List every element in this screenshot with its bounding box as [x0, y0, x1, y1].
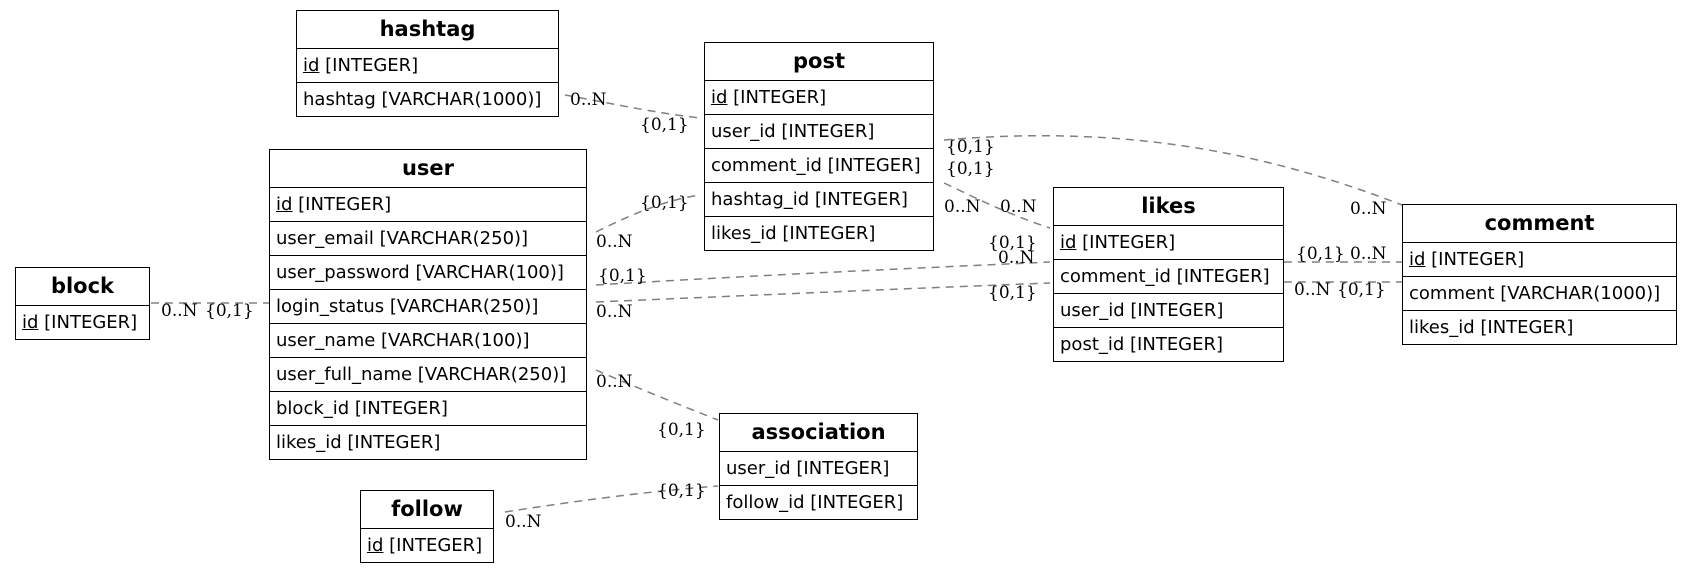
edge-post-comment — [943, 134, 1403, 206]
entity-comment[interactable]: comment id [INTEGER] comment [VARCHAR(10… — [1402, 204, 1677, 345]
edge-user-likes-2 — [595, 282, 1051, 303]
field-user-id: user_id [INTEGER] — [1054, 294, 1283, 328]
field-comment-id: comment_id [INTEGER] — [705, 149, 933, 183]
entity-likes[interactable]: likes id [INTEGER] comment_id [INTEGER] … — [1053, 187, 1284, 362]
cardinality-label: {0,1} — [640, 193, 689, 213]
primary-key: id — [1060, 232, 1077, 253]
primary-key: id — [711, 87, 728, 108]
cardinality-label: {0,1} — [946, 137, 995, 157]
edge-user-association — [595, 369, 719, 421]
cardinality-label: 0..N — [161, 301, 198, 321]
field-id: id [INTEGER] — [705, 81, 933, 115]
entity-user[interactable]: user id [INTEGER] user_email [VARCHAR(25… — [269, 149, 587, 460]
primary-key: id — [276, 194, 293, 215]
edge-post-likes — [943, 182, 1051, 229]
cardinality-label: {0,1} — [988, 233, 1037, 253]
field-id: id [INTEGER] — [361, 529, 493, 562]
cardinality-label: 0..N — [596, 372, 633, 392]
edge-hashtag-post — [564, 94, 701, 119]
field-likes-id: likes_id [INTEGER] — [711, 223, 876, 244]
field-hashtag: hashtag [VARCHAR(1000)] — [303, 89, 542, 110]
cardinality-label: {0,1} — [598, 266, 647, 286]
field-user-email: user_email [VARCHAR(250)] — [270, 222, 586, 256]
entity-association[interactable]: association user_id [INTEGER] follow_id … — [719, 413, 918, 520]
field-comment-id: comment_id [INTEGER] — [1054, 260, 1283, 294]
field-block-id: block_id [INTEGER] — [270, 392, 586, 426]
entity-post[interactable]: post id [INTEGER] user_id [INTEGER] comm… — [704, 42, 934, 251]
cardinality-label: {0,1} — [205, 301, 254, 321]
field-post-id: post_id [INTEGER] — [1060, 334, 1224, 355]
primary-key: id — [367, 535, 384, 556]
cardinality-label: {0,1} — [657, 420, 706, 440]
cardinality-label: 0..N — [1294, 280, 1331, 300]
field-type: [INTEGER] — [1076, 232, 1176, 253]
edge-follow-association — [504, 485, 719, 513]
field-user-full-name: user_full_name [VARCHAR(250)] — [270, 358, 586, 392]
primary-key: id — [303, 55, 320, 76]
field-type: [INTEGER] — [1425, 249, 1525, 270]
entity-title: user — [270, 150, 586, 188]
cardinality-label: {0,1} — [1296, 244, 1345, 264]
field-follow-id: follow_id [INTEGER] — [726, 492, 904, 513]
entity-block[interactable]: block id [INTEGER] — [15, 267, 150, 340]
edge-user-post — [595, 194, 701, 233]
field-user-password: user_password [VARCHAR(100)] — [270, 256, 586, 290]
entity-title: follow — [361, 491, 493, 529]
cardinality-label: 0..N — [1350, 244, 1387, 264]
field-likes-id: likes_id [INTEGER] — [276, 432, 441, 453]
cardinality-label: 0..N — [596, 232, 633, 252]
entity-title: likes — [1054, 188, 1283, 226]
field-user-name: user_name [VARCHAR(100)] — [270, 324, 586, 358]
entity-follow[interactable]: follow id [INTEGER] — [360, 490, 494, 563]
cardinality-label: 0..N — [596, 302, 633, 322]
field-user-id: user_id [INTEGER] — [720, 452, 917, 486]
field-hashtag-id: hashtag_id [INTEGER] — [705, 183, 933, 217]
field-comment: comment [VARCHAR(1000)] — [1403, 277, 1676, 311]
field-type: [INTEGER] — [38, 312, 138, 333]
entity-title: comment — [1403, 205, 1676, 243]
field-user-id: user_id [INTEGER] — [705, 115, 933, 149]
cardinality-label: 0..N — [998, 248, 1035, 268]
entity-title: association — [720, 414, 917, 452]
field-id: id [INTEGER] — [1403, 243, 1676, 277]
entity-title: post — [705, 43, 933, 81]
cardinality-label: 0..N — [570, 90, 607, 110]
cardinality-label: 0..N — [1000, 197, 1037, 217]
primary-key: id — [1409, 249, 1426, 270]
cardinality-label: {0,1} — [988, 283, 1037, 303]
primary-key: id — [22, 312, 39, 333]
field-id: id [INTEGER] — [297, 49, 558, 83]
field-type: [INTEGER] — [383, 535, 483, 556]
field-id: id [INTEGER] — [16, 306, 149, 339]
edge-user-likes-1 — [595, 261, 1051, 286]
field-type: [INTEGER] — [727, 87, 827, 108]
field-type: [INTEGER] — [319, 55, 419, 76]
cardinality-label: 0..N — [505, 512, 542, 532]
entity-title: block — [16, 268, 149, 306]
field-id: id [INTEGER] — [1054, 226, 1283, 260]
entity-hashtag[interactable]: hashtag id [INTEGER] hashtag [VARCHAR(10… — [296, 10, 559, 117]
field-type: [INTEGER] — [292, 194, 392, 215]
field-id: id [INTEGER] — [270, 188, 586, 222]
field-login-status: login_status [VARCHAR(250)] — [270, 290, 586, 324]
cardinality-label: 0..N — [944, 197, 981, 217]
field-likes-id: likes_id [INTEGER] — [1409, 317, 1574, 338]
entity-title: hashtag — [297, 11, 558, 49]
cardinality-label: {0,1} — [657, 481, 706, 501]
cardinality-label: {0,1} — [640, 115, 689, 135]
cardinality-label: {0,1} — [946, 159, 995, 179]
cardinality-label: {0,1} — [1337, 280, 1386, 300]
cardinality-label: 0..N — [1350, 199, 1387, 219]
